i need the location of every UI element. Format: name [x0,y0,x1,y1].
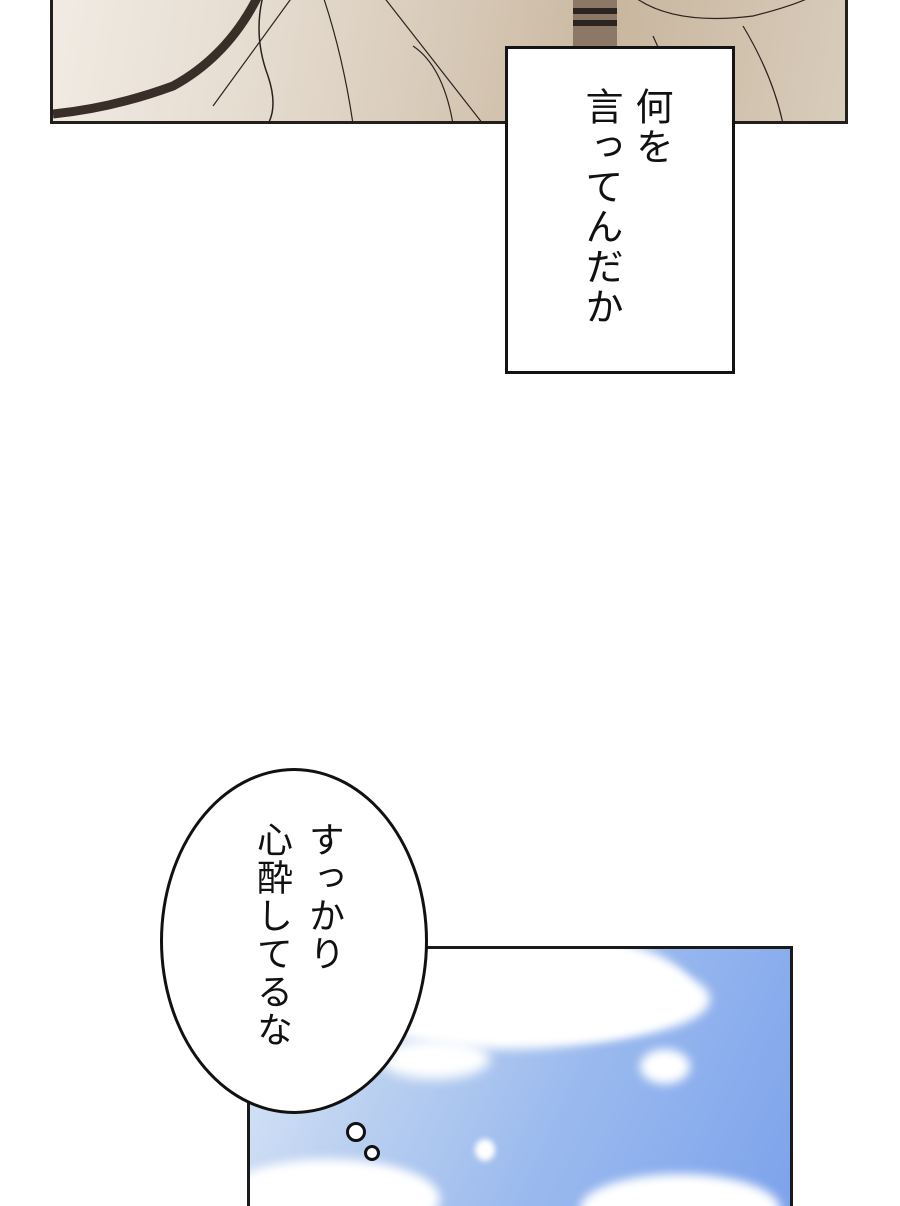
caption-line-2: 言ってんだか [579,87,623,327]
caption-box: 何を 言ってんだか [505,46,735,374]
thought-dot-large [346,1122,366,1142]
thought-text: すっかり 心酔してるな [245,821,349,1081]
caption-line-1: 何を [629,87,673,167]
thought-line-2: 心酔してるな [251,821,292,1049]
thought-dot-small [364,1145,380,1161]
thought-line-1: すっかり [303,821,344,973]
thought-bubble: すっかり 心酔してるな [160,768,428,1114]
caption-text: 何を 言ってんだか [576,87,676,377]
